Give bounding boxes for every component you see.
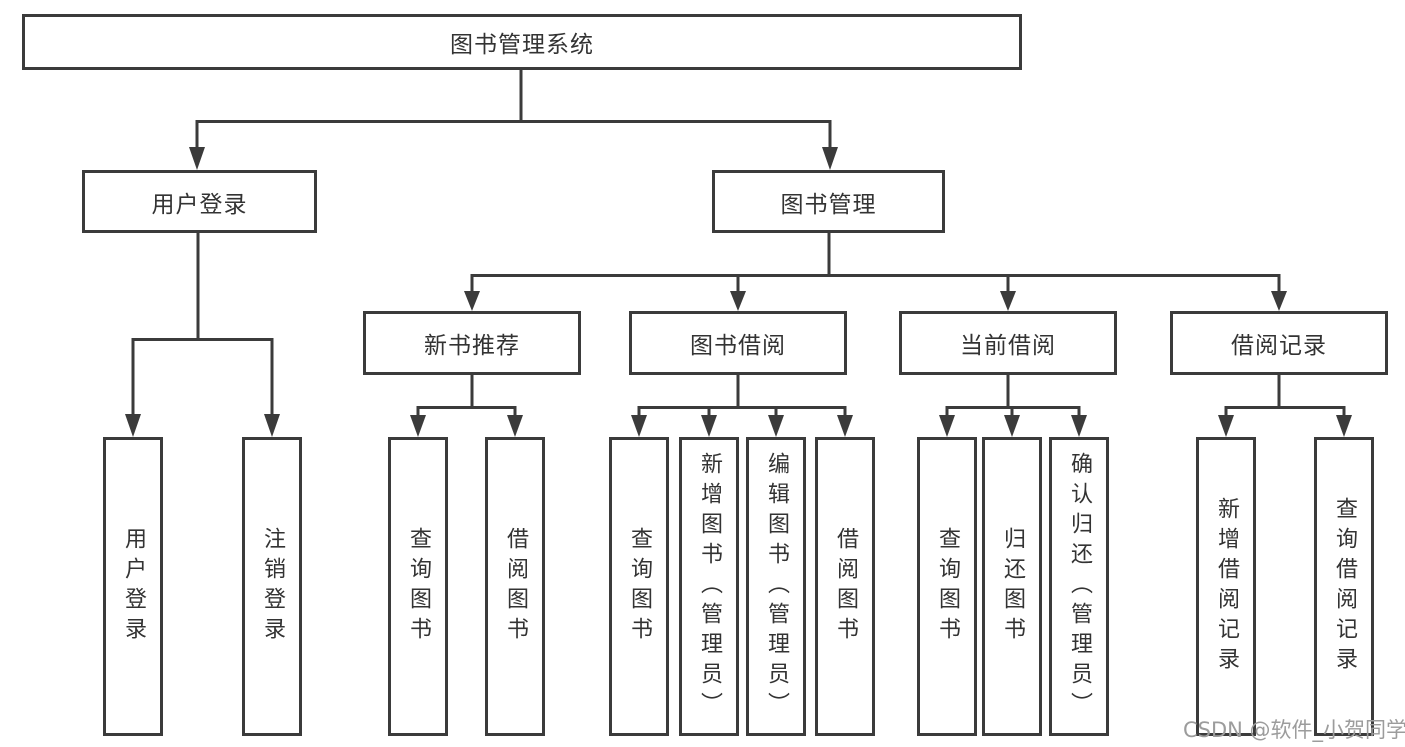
new-book-rec-children-connector [410, 375, 523, 437]
leaf-br-query-record-label: 查询借阅记录 [1332, 496, 1357, 677]
leaf-cb-return-book: 归还图书 [982, 437, 1042, 736]
leaf-cb-confirm-return-label: 确认归还（管理员） [1067, 451, 1092, 722]
leaf-bb-query-book-label: 查询图书 [627, 526, 652, 647]
arrowhead-book-mgmt [822, 147, 838, 170]
node-book-mgmt-label: 图书管理 [780, 191, 877, 218]
leaf-logout: 注销登录 [242, 437, 302, 736]
root-to-level2-connector [189, 70, 838, 170]
leaf-cb-query-book-label: 查询图书 [935, 526, 960, 647]
leaf-bb-query-book: 查询图书 [609, 437, 669, 736]
node-new-book-rec: 新书推荐 [363, 311, 581, 375]
leaf-br-query-record: 查询借阅记录 [1314, 437, 1374, 736]
arrowhead-current-borrow [1000, 291, 1016, 311]
arrowhead-user-login [189, 147, 205, 170]
leaf-cb-query-book: 查询图书 [917, 437, 977, 736]
current-borrow-children-connector [939, 375, 1087, 437]
leaf-cb-confirm-return: 确认归还（管理员） [1049, 437, 1109, 736]
leaf-nbr-query-book-label: 查询图书 [406, 526, 431, 647]
arrowhead-book-borrow [730, 291, 746, 311]
leaf-logout-label: 注销登录 [260, 526, 285, 647]
node-new-book-rec-label: 新书推荐 [424, 333, 520, 359]
csdn-watermark: CSDN @软件_小贺同学 [1183, 718, 1405, 742]
leaf-user-login: 用户登录 [103, 437, 163, 736]
borrow-record-children-connector [1218, 375, 1352, 437]
leaf-nbr-borrow-book: 借阅图书 [485, 437, 545, 736]
node-root-system: 图书管理系统 [22, 14, 1022, 70]
arrowhead-ul-logout [264, 414, 280, 437]
leaf-br-add-record: 新增借阅记录 [1196, 437, 1256, 736]
arrowhead-ul-user-login [125, 414, 141, 437]
leaf-nbr-borrow-book-label: 借阅图书 [503, 526, 528, 647]
arrowhead-new-book-rec [464, 291, 480, 311]
node-current-borrow: 当前借阅 [899, 311, 1117, 375]
node-book-mgmt: 图书管理 [712, 170, 945, 233]
leaf-nbr-query-book: 查询图书 [388, 437, 448, 736]
book-mgmt-children-connector [464, 233, 1287, 311]
leaf-user-login-label: 用户登录 [121, 526, 146, 647]
node-borrow-record-label: 借阅记录 [1231, 333, 1327, 359]
node-borrow-record: 借阅记录 [1170, 311, 1388, 375]
user-login-children-connector [125, 233, 280, 437]
node-user-login-label: 用户登录 [151, 191, 248, 218]
leaf-bb-borrow-book: 借阅图书 [815, 437, 875, 736]
leaf-cb-return-book-label: 归还图书 [1000, 526, 1025, 647]
leaf-bb-edit-book-label: 编辑图书（管理员） [764, 451, 789, 722]
arrowhead-borrow-record [1271, 291, 1287, 311]
node-book-borrow: 图书借阅 [629, 311, 847, 375]
leaf-bb-add-book: 新增图书（管理员） [679, 437, 739, 736]
leaf-bb-edit-book: 编辑图书（管理员） [746, 437, 806, 736]
node-current-borrow-label: 当前借阅 [960, 333, 1056, 359]
node-root-system-label: 图书管理系统 [450, 32, 594, 58]
node-book-borrow-label: 图书借阅 [690, 333, 786, 359]
leaf-br-add-record-label: 新增借阅记录 [1214, 496, 1239, 677]
book-borrow-children-connector [631, 375, 853, 437]
node-user-login: 用户登录 [82, 170, 317, 233]
leaf-bb-add-book-label: 新增图书（管理员） [697, 451, 722, 722]
leaf-bb-borrow-book-label: 借阅图书 [833, 526, 858, 647]
